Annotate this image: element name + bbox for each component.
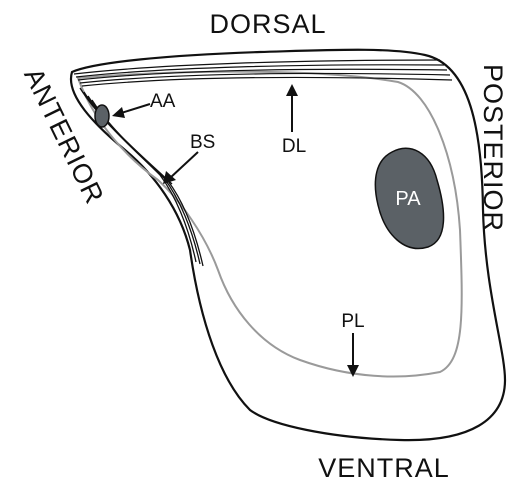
- label-dl: DL: [282, 136, 306, 157]
- label-bs: BS: [190, 132, 215, 153]
- label-ventral: VENTRAL: [318, 453, 450, 482]
- label-pl: PL: [341, 311, 364, 332]
- arrow-bs: [163, 152, 198, 184]
- arrow-pl: [347, 333, 359, 377]
- label-dorsal: DORSAL: [209, 9, 326, 39]
- region-aa: [95, 105, 109, 127]
- label-aa: AA: [150, 91, 176, 112]
- label-pa: PA: [395, 188, 421, 210]
- arrow-aa: [112, 104, 150, 118]
- arrow-dl: [286, 84, 298, 132]
